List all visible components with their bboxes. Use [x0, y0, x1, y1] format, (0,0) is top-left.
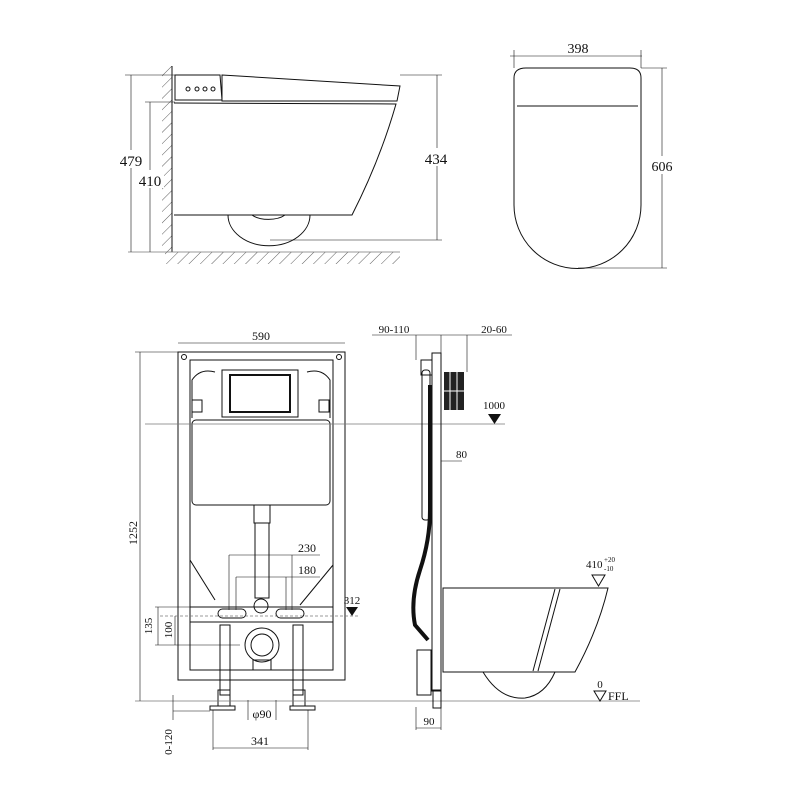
control-buttons-icon — [185, 86, 216, 92]
level-312: 312 — [344, 595, 361, 607]
frame-post — [431, 352, 442, 692]
side-frame-view: 90-110 20-60 1000 80 410 +20 -10 0 FFL 9… — [372, 324, 629, 730]
front-frame-view: 590 1252 230 180 312 135 100 φ90 341 0-1… — [126, 329, 640, 755]
dim-590: 590 — [252, 329, 270, 343]
dim-0-120: 0-120 — [163, 729, 175, 755]
support-bar — [189, 606, 334, 623]
dim-100: 100 — [163, 621, 175, 638]
bowl — [173, 102, 397, 216]
level-marker-icon — [591, 574, 606, 587]
dim-398: 398 — [568, 42, 589, 57]
dim-341: 341 — [251, 734, 269, 748]
dim-135: 135 — [143, 617, 155, 634]
side-view: 479 410 434 — [118, 66, 454, 264]
dim-90: 90 — [424, 716, 436, 728]
dim-90-110: 90-110 — [379, 324, 410, 336]
seat-tolerance-plus: +20 — [604, 556, 615, 564]
dim-80: 80 — [456, 449, 468, 461]
floor-level: 0 — [597, 679, 603, 691]
seat-level: 410 — [586, 559, 603, 571]
dim-1252: 1252 — [126, 521, 140, 545]
floor-hatch — [165, 252, 400, 264]
level-marker-icon — [346, 607, 358, 616]
dim-20-60: 20-60 — [481, 324, 507, 336]
drain-outlet — [244, 627, 280, 663]
level-marker-icon — [488, 414, 501, 424]
wall-hatch — [162, 66, 172, 252]
lid — [221, 74, 401, 102]
floor-label: FFL — [608, 689, 629, 703]
dim-479: 479 — [120, 154, 143, 170]
hose — [411, 385, 432, 642]
dim-230: 230 — [298, 541, 316, 555]
top-view: 398 606 — [510, 42, 678, 269]
frame-outer — [177, 351, 346, 681]
flush-plate — [221, 369, 299, 418]
level-1000: 1000 — [483, 400, 506, 412]
dim-180: 180 — [298, 563, 316, 577]
seat-outline — [513, 67, 642, 269]
seat-tolerance-minus: -10 — [604, 565, 614, 573]
dim-606: 606 — [652, 160, 673, 175]
dim-drain-diameter: φ90 — [253, 707, 272, 721]
dim-410: 410 — [139, 174, 162, 190]
cistern-tank — [191, 419, 331, 506]
dim-434: 434 — [425, 152, 448, 168]
wall-hung-bowl — [442, 587, 609, 673]
level-marker-icon — [593, 690, 607, 702]
